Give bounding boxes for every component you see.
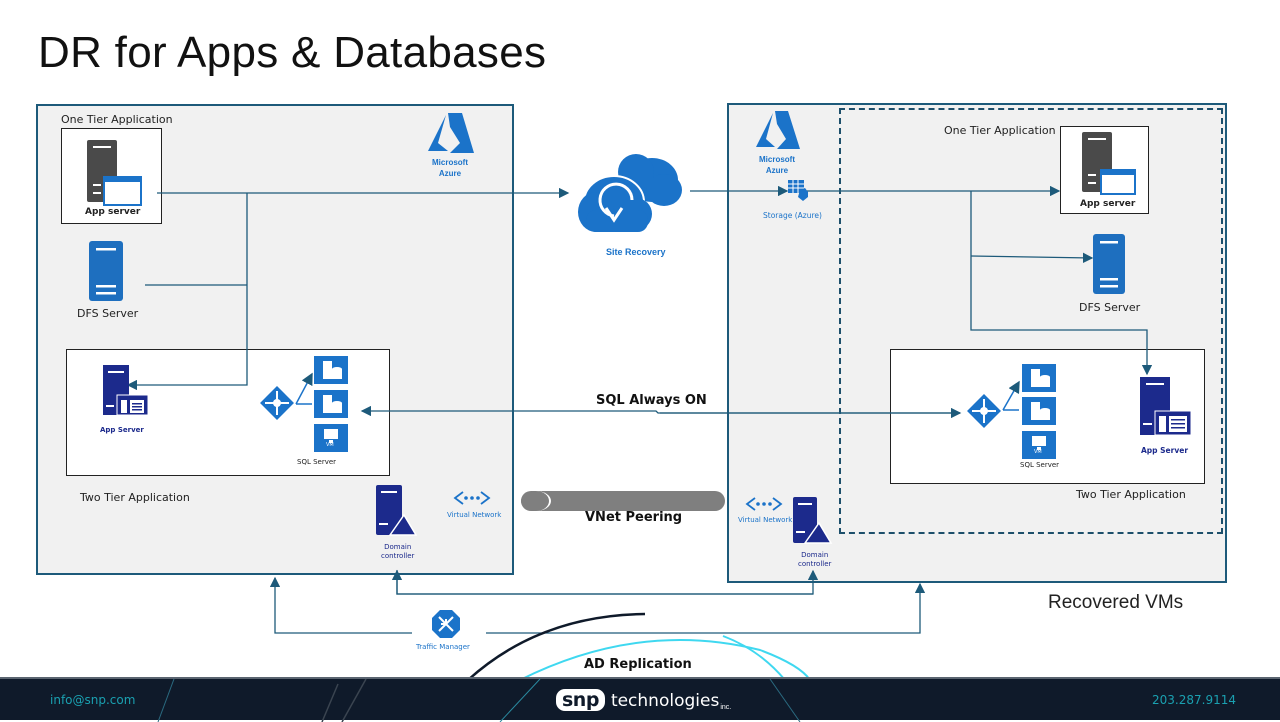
domain-controller-icon <box>376 485 418 536</box>
footer-logo: snp technologies inc. <box>556 689 731 711</box>
target-dfs-label: DFS Server <box>1079 301 1141 314</box>
recovered-vms-boundary <box>839 108 1223 534</box>
vm-icon <box>1022 431 1056 459</box>
footer-email-link[interactable]: info@snp.com <box>50 693 136 707</box>
snp-logo-mark: snp <box>556 689 605 711</box>
source-vm-label: VM <box>326 442 334 448</box>
load-balancer-icon <box>260 386 294 420</box>
domain-controller-icon <box>793 497 833 544</box>
ad-replication-label: AD Replication <box>584 657 692 672</box>
line-traffic-manager-left <box>269 576 412 634</box>
target-vm-label: VM <box>1034 449 1042 455</box>
recovered-vms-label: Recovered VMs <box>1048 592 1184 613</box>
source-sql-server-label: SQL Server <box>297 458 337 466</box>
azure-logo-icon <box>756 111 800 149</box>
app-server-icon <box>87 140 142 206</box>
vnet-peering-label: VNet Peering <box>585 510 683 525</box>
target-domain-controller-label: Domain controller <box>798 551 832 568</box>
source-app-server-label: App server <box>85 207 141 217</box>
source-two-tier-app-label: App Server <box>100 426 144 434</box>
vm-icon <box>314 424 348 452</box>
target-sql-server-label: SQL Server <box>1020 461 1060 469</box>
dfs-server-icon <box>1093 234 1125 294</box>
arrows-lb-to-sql <box>295 372 313 405</box>
dfs-server-icon <box>89 241 123 301</box>
sql-database-icon <box>1022 397 1056 425</box>
target-virtual-network-label: Virtual Network <box>738 516 793 524</box>
app-server-icon <box>103 365 149 416</box>
sql-always-on-label: SQL Always ON <box>596 393 707 408</box>
line-traffic-manager-right <box>486 582 926 634</box>
load-balancer-icon <box>967 394 1001 428</box>
vnet-peering-pipe <box>521 491 725 511</box>
sql-database-icon <box>314 356 348 384</box>
target-azure-label: Microsoft Azure <box>759 155 795 175</box>
target-one-tier-label: One Tier Application <box>944 124 1056 137</box>
app-server-icon <box>1140 377 1192 436</box>
source-one-tier-label: One Tier Application <box>61 113 173 126</box>
site-recovery-label: Site Recovery <box>606 247 666 257</box>
sql-database-icon <box>1022 364 1056 392</box>
footer-phone-link[interactable]: 203.287.9114 <box>1152 693 1236 707</box>
storage-label: Storage (Azure) <box>763 211 822 220</box>
app-server-icon <box>1082 132 1136 195</box>
site-recovery-cloud-icon <box>578 154 682 232</box>
slide-title: DR for Apps & Databases <box>38 28 547 77</box>
source-domain-controller-label: Domain controller <box>381 543 415 560</box>
storage-icon <box>788 180 808 201</box>
virtual-network-icon <box>453 491 491 505</box>
traffic-manager-icon <box>432 610 460 638</box>
sql-database-icon <box>314 390 348 418</box>
arrows-lb-to-sql <box>1002 380 1020 411</box>
azure-logo-icon <box>428 113 474 153</box>
target-app-server-label: App server <box>1080 199 1136 209</box>
target-two-tier-label: Two Tier Application <box>1076 488 1186 501</box>
virtual-network-icon <box>745 497 783 511</box>
source-dfs-label: DFS Server <box>77 307 139 320</box>
source-two-tier-label: Two Tier Application <box>80 491 190 504</box>
snp-logo-text: technologies <box>610 691 720 711</box>
vnet-peering-pipe-end <box>521 491 551 511</box>
source-azure-label: Microsoft Azure <box>432 158 468 178</box>
snp-logo-suffix: inc. <box>720 704 732 711</box>
footer-bar: info@snp.com snp technologies inc. 203.2… <box>0 677 1280 722</box>
target-two-tier-app-label: App Server <box>1141 446 1189 455</box>
footer-decor-lines <box>157 679 801 722</box>
traffic-manager-label: Traffic Manager <box>416 643 470 651</box>
source-virtual-network-label: Virtual Network <box>447 511 502 519</box>
